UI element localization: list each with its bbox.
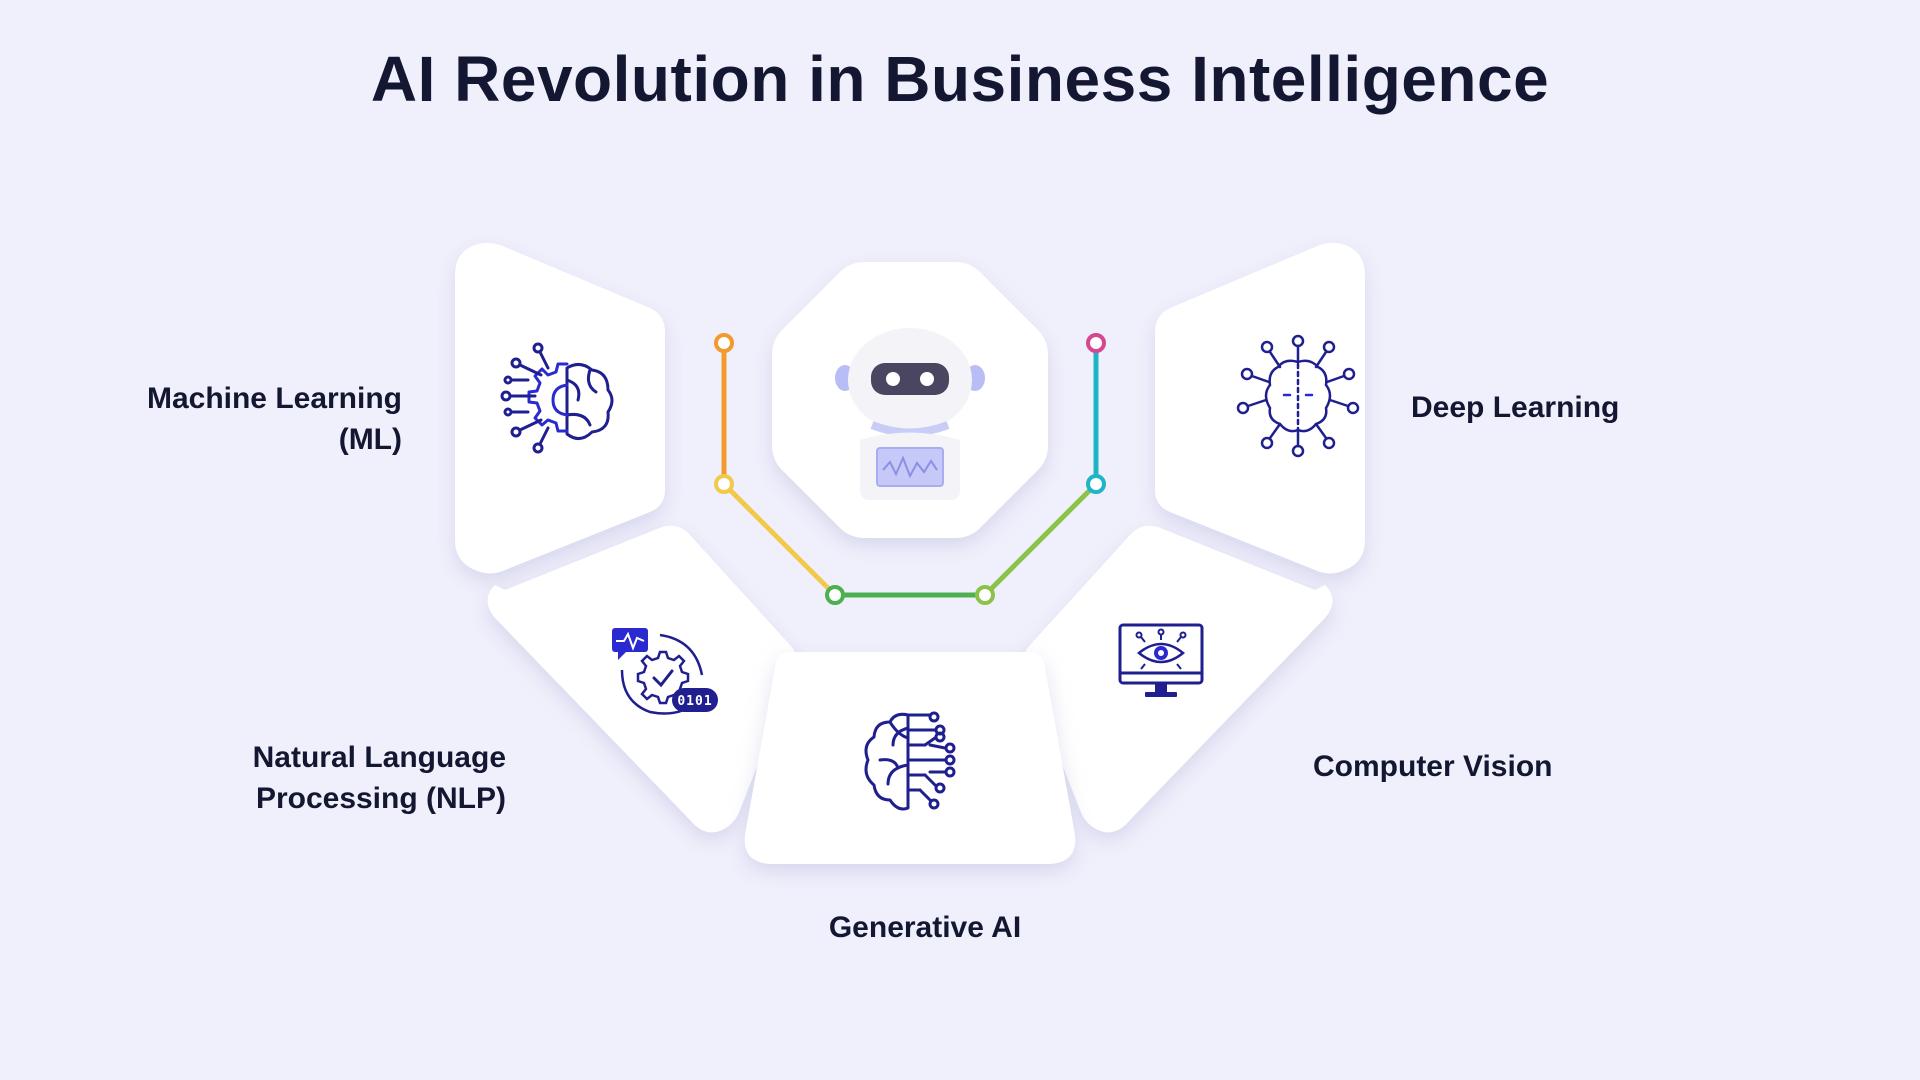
label-genai-line1: Generative AI [828, 911, 1022, 944]
chat-gear-binary-icon: 0101 [612, 628, 718, 715]
connector-lines [721, 349, 1099, 598]
brain-circuit-icon [864, 711, 956, 811]
monitor-eye-icon [1118, 623, 1204, 697]
label-computer-vision: Computer Vision [1313, 746, 1673, 787]
panel-machine-learning [455, 242, 665, 574]
label-nlp-line2: Processing (NLP) [255, 782, 506, 815]
label-cv-line1: Computer Vision [1313, 750, 1553, 783]
label-nlp: Natural Language Processing (NLP) [150, 737, 506, 819]
label-nlp-line1: Natural Language [252, 741, 506, 774]
label-ml-line1: Machine Learning [146, 382, 402, 415]
connector-nodes [714, 333, 1106, 605]
label-ml-line2: (ML) [338, 423, 402, 456]
neural-brain-icon [1236, 334, 1360, 458]
page-title: AI Revolution in Business Intelligence [370, 43, 1550, 115]
panel-computer-vision [1023, 525, 1333, 833]
panel-generative-ai [744, 652, 1076, 864]
label-deep-learning: Deep Learning [1411, 387, 1771, 428]
panel-deep-learning [1155, 242, 1365, 574]
brain-gear-circuit-icon [500, 342, 614, 454]
robot-icon [835, 328, 985, 500]
svg-text:0101: 0101 [677, 694, 712, 709]
label-dl-line1: Deep Learning [1411, 391, 1620, 424]
label-generative-ai: Generative AI [760, 907, 1090, 948]
label-machine-learning: Machine Learning (ML) [100, 378, 402, 460]
